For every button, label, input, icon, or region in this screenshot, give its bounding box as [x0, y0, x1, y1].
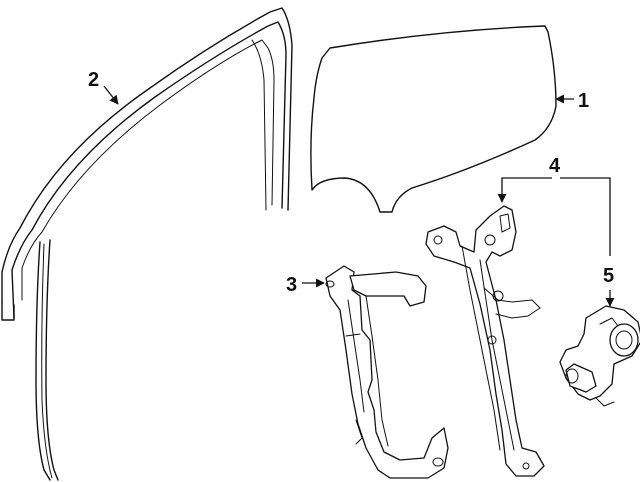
callout-4: 4: [549, 155, 561, 177]
leader-lines: [103, 85, 615, 307]
callout-1: 1: [578, 90, 589, 112]
leader-4-right: [560, 177, 611, 256]
guide-bracket-part: [325, 265, 449, 479]
window-glass-part: [310, 25, 557, 213]
leader-2: [103, 85, 119, 105]
callout-2: 2: [88, 69, 99, 91]
leader-4-left: [497, 177, 552, 203]
motor-part: [559, 305, 640, 407]
callout-3: 3: [286, 274, 297, 296]
run-channel-part: [1, 7, 293, 481]
regulator-part: [425, 205, 545, 477]
callout-5: 5: [603, 265, 614, 287]
